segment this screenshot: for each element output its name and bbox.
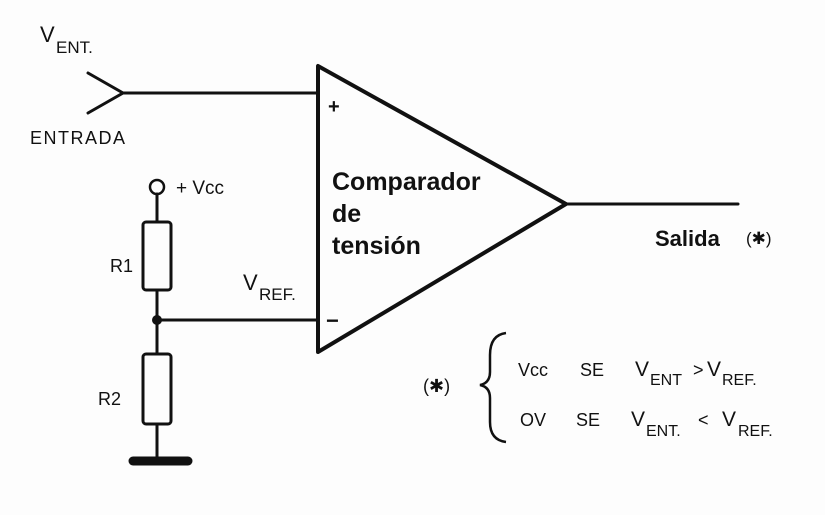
vcc-terminal-icon: [148, 178, 166, 196]
row2-se: SE: [576, 410, 600, 430]
input-arrow-icon: [86, 71, 127, 115]
row2-a-symbol: V: [631, 408, 645, 431]
row2-value: OV: [520, 410, 546, 430]
input-voltage-symbol: V: [40, 22, 55, 47]
comparator-plus-sign: +: [328, 96, 340, 118]
comparator-minus-sign: −: [326, 308, 339, 333]
row1-value: Vcc: [518, 360, 548, 380]
resistor-r1-label: R1: [110, 256, 133, 276]
footnote-row-low: OV SE V ENT. < V REF.: [520, 408, 773, 440]
input-connector: [86, 71, 320, 115]
reference-voltage-symbol: V: [243, 270, 258, 295]
comparator-label-line3: tensión: [332, 232, 421, 260]
row1-se: SE: [580, 360, 604, 380]
comparator-triangle-icon: [316, 64, 568, 354]
vcc-label: + Vcc: [176, 178, 224, 199]
footnote-row-high: Vcc SE V ENT > V REF.: [518, 358, 757, 389]
row1-a-symbol: V: [635, 358, 649, 381]
output-footnote-mark: (✱): [746, 229, 772, 248]
comparator-label-line1: Comparador: [332, 168, 481, 196]
row1-operator: >: [693, 360, 704, 380]
output-label: Salida: [655, 226, 721, 251]
row1-a-subscript: ENT: [650, 372, 682, 389]
row1-b-subscript: REF.: [722, 372, 757, 389]
footnote-brace-icon: [479, 331, 507, 444]
resistor-r1-icon: [141, 220, 173, 292]
row2-a-subscript: ENT.: [646, 423, 681, 440]
footnote-mark: (✱): [423, 376, 450, 396]
row2-b-symbol: V: [722, 408, 736, 431]
input-voltage-subscript: ENT.: [56, 38, 93, 57]
row2-b-subscript: REF.: [738, 423, 773, 440]
row2-operator: <: [698, 410, 709, 430]
row1-b-symbol: V: [707, 358, 721, 381]
resistor-r2-label: R2: [98, 389, 121, 409]
comparator-label-line2: de: [332, 200, 361, 228]
input-label: ENTRADA: [30, 128, 127, 148]
resistor-r2-icon: [141, 352, 173, 426]
reference-voltage-subscript: REF.: [259, 285, 296, 304]
